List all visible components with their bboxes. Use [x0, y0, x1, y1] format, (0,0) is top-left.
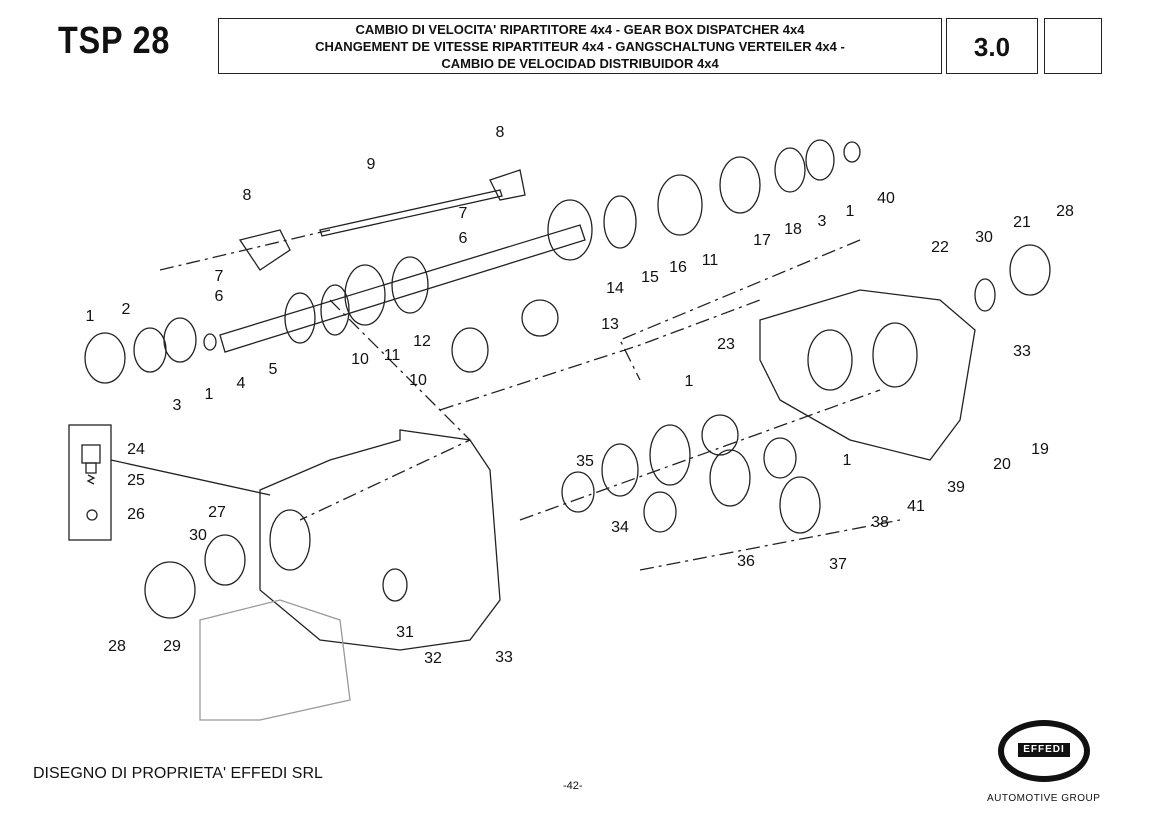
blank-box	[1044, 18, 1102, 74]
part-callout: 33	[495, 649, 513, 666]
part-callout: 26	[127, 506, 145, 523]
part-callout: 21	[1013, 214, 1031, 231]
part-callout: 23	[717, 336, 735, 353]
part-callout: 9	[366, 156, 376, 173]
gears-lower	[561, 414, 821, 534]
part-callout: 10	[351, 351, 369, 368]
part-callout: 1	[845, 203, 855, 220]
part-callout: 30	[975, 229, 993, 246]
part-callout: 15	[641, 269, 659, 286]
part-callout: 7	[458, 205, 468, 222]
part-callout: 31	[396, 624, 414, 641]
part-callout: 8	[242, 187, 252, 204]
part-callout: 1	[204, 386, 214, 403]
section-number: 3.0	[946, 18, 1038, 74]
logo-wordmark: EFFEDI	[1018, 743, 1070, 757]
title-line: CAMBIO DE VELOCIDAD DISTRIBUIDOR 4x4	[441, 56, 719, 71]
part-callout: 2	[121, 301, 131, 318]
part-callout: 11	[383, 347, 401, 364]
shaft-upper	[219, 189, 586, 353]
title-line: CHANGEMENT DE VITESSE RIPARTITEUR 4x4 - …	[315, 39, 845, 54]
part-callout: 19	[1031, 441, 1049, 458]
part-callout: 32	[424, 650, 442, 667]
title-box: CAMBIO DI VELOCITA' RIPARTITORE 4x4 - GE…	[218, 18, 942, 74]
title-line: CAMBIO DI VELOCITA' RIPARTITORE 4x4 - GE…	[355, 22, 805, 37]
part-callout: 11	[701, 252, 719, 269]
effedi-logo: EFFEDI	[998, 720, 1090, 782]
part-callout: 17	[753, 232, 771, 249]
part-callout: 35	[576, 453, 594, 470]
page-number: -42-	[563, 780, 583, 792]
part-callout: 1	[85, 308, 95, 325]
dash-lines	[159, 229, 901, 571]
part-callout: 36	[737, 553, 755, 570]
housing-right	[759, 244, 1051, 461]
part-callout: 22	[931, 239, 949, 256]
part-callout: 41	[907, 498, 925, 515]
part-callout: 28	[108, 638, 126, 655]
part-callout: 7	[214, 268, 224, 285]
part-callout: 5	[268, 361, 278, 378]
part-callout: 10	[409, 372, 427, 389]
ownership-note: DISEGNO DI PROPRIETA' EFFEDI SRL	[33, 765, 323, 782]
part-callout: 14	[606, 280, 624, 297]
inset-parts	[81, 444, 101, 521]
part-callout: 12	[413, 333, 431, 350]
part-callout: 27	[208, 504, 226, 521]
part-callout: 18	[784, 221, 802, 238]
part-callout: 3	[172, 397, 182, 414]
part-callout: 6	[458, 230, 468, 247]
part-callout: 20	[993, 456, 1011, 473]
part-callout: 13	[601, 316, 619, 333]
inset-box	[68, 424, 112, 541]
part-callout: 30	[189, 527, 207, 544]
inset-leader	[110, 459, 271, 496]
part-callout: 1	[684, 373, 694, 390]
part-callout: 8	[495, 124, 505, 141]
part-callout: 25	[127, 472, 145, 489]
part-callout: 34	[611, 519, 629, 536]
part-callout: 6	[214, 288, 224, 305]
part-callout: 39	[947, 479, 965, 496]
logo-tagline: AUTOMOTIVE GROUP	[987, 793, 1101, 804]
gears-upper	[84, 139, 861, 384]
part-callout: 28	[1056, 203, 1074, 220]
part-callout: 38	[871, 514, 889, 531]
part-callout: 4	[236, 375, 246, 392]
part-callout: 3	[817, 213, 827, 230]
part-callout: 29	[163, 638, 181, 655]
part-callout: 33	[1013, 343, 1031, 360]
model-code: TSP 28	[58, 20, 171, 62]
part-callout: 40	[877, 190, 895, 207]
part-callout: 1	[842, 452, 852, 469]
part-callout: 24	[127, 441, 145, 458]
part-callout: 16	[669, 259, 687, 276]
part-callout: 37	[829, 556, 847, 573]
housing-left	[144, 429, 501, 721]
